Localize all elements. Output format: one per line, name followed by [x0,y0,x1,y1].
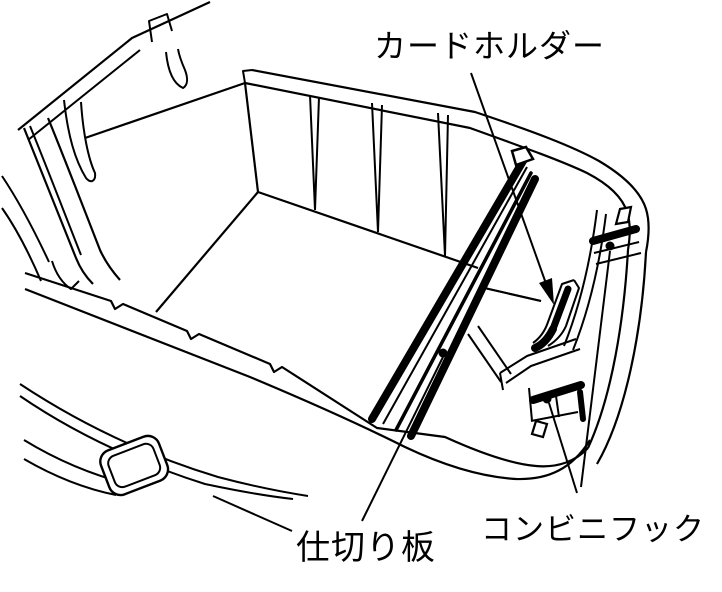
lower-hook-bottom [530,411,579,422]
rim-front-lower [24,287,591,481]
lid-tab-3 [63,99,97,183]
lower-hook-bar [529,381,585,404]
lower-hook-dot [542,394,552,404]
divider-plate [368,145,539,440]
bracket-diagonal-1 [477,325,512,375]
upper-hook-bar [589,225,640,245]
floor-left-edge [155,191,259,313]
pillar-band-right [46,117,121,281]
lower-hook-hole [530,419,549,439]
front-contour-tail [212,495,293,532]
label-card-holder: カードホルダー [374,28,605,64]
divider-edge-3 [394,171,533,432]
rim-outer-top [251,68,650,253]
storage-box-inner [24,68,650,481]
pillar-band-foot [51,260,80,290]
pillar-band-left [22,127,94,285]
label-convenience-hook: コンビニフック [481,512,705,547]
lower-hook-left-edge [528,387,533,422]
left-contour-1 [1,175,50,263]
lower-hook-right-edge [577,389,586,422]
card-holder [531,279,580,352]
upper-hook-dot [605,241,615,251]
bracket-diagonal-2 [467,333,502,383]
upper-hook-line-1 [593,241,640,254]
rim-outer-right [596,251,648,465]
lower-hook-seat-1 [499,338,577,374]
convenience-hooks [467,205,642,439]
wall-rib-2 [371,102,383,233]
rim-inner-top [244,81,631,251]
divider-edge-4 [407,175,539,440]
pillar-band-left-inner [29,125,82,256]
rim-inner-right [587,249,630,449]
upper-hook-hole [614,205,633,226]
divider-point-dot [438,348,448,358]
latch-outer [99,434,170,497]
wall-rib-3 [437,112,449,257]
lower-hook-seat-2 [505,348,581,384]
divider-leader [361,356,444,522]
lid-inner-edge [27,49,141,141]
console-outer-structure [1,1,309,532]
wall-rib-1 [309,94,320,211]
card-holder-arrowhead [539,278,554,305]
card-holder-leader-stub [479,286,542,302]
lower-hook-inner-edge [555,395,560,418]
card-holder-slot [549,285,572,333]
right-wall-inner-edge-2 [572,213,607,351]
lid-lower-edge [84,81,246,140]
lower-hook-leader [548,402,578,494]
card-holder-outline-right [547,279,580,347]
lid-tab-1 [148,13,173,43]
callouts: カードホルダー 仕切り板 コンビニフック [296,28,705,567]
divider-edge-1 [368,157,527,423]
front-contour-4 [23,458,117,496]
card-holder-outline-left [532,279,575,344]
card-holder-foot [531,325,557,352]
left-contour-2 [1,207,42,282]
right-wall-inner-edge-1 [563,209,598,347]
front-contour-1 [19,383,309,497]
upper-hook-leader [580,250,611,488]
rim-corner-step [242,69,253,84]
latch-inner [107,442,162,489]
divider-edge-2 [382,166,528,425]
lid-tab-2 [165,48,189,89]
divider-top-tab [510,145,535,167]
rim-front-upper [24,271,589,468]
front-contour-2 [19,395,294,500]
card-holder-leader [470,72,550,293]
lid-edge [17,1,211,131]
box-corner-edge [243,82,260,193]
upper-hook-line-2 [595,252,642,265]
label-divider-plate: 仕切り板 [296,529,436,567]
wall-floor-edge [257,190,479,270]
